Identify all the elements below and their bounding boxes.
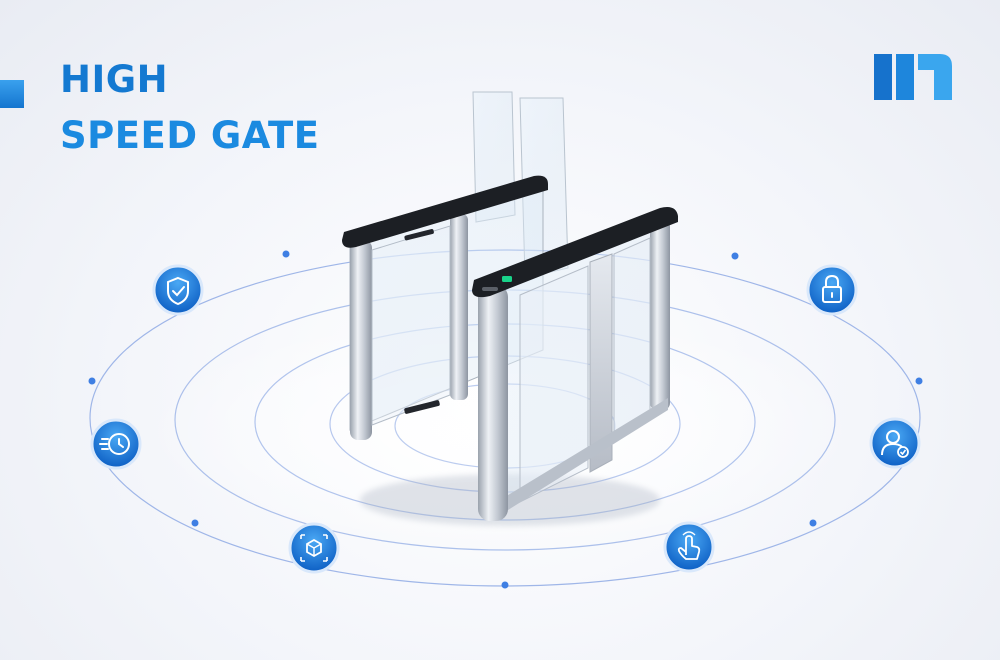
orbit-dots	[88, 250, 923, 589]
orbit-dot	[731, 252, 739, 260]
accent-bar	[0, 80, 24, 108]
green-indicator-light	[502, 276, 512, 282]
orbit-dot	[282, 250, 290, 258]
orbit-dot	[809, 519, 817, 527]
shield-check-icon	[152, 264, 204, 316]
speed-gate-turnstile	[342, 91, 678, 526]
fast-clock-icon	[90, 418, 142, 470]
page-title: HIGH SPEED GATE	[60, 52, 320, 164]
title-line-2: SPEED GATE	[60, 114, 320, 157]
orbit-dot	[915, 377, 923, 385]
padlock-icon	[806, 264, 858, 316]
user-verified-icon	[869, 417, 921, 469]
orbit-dot	[191, 519, 199, 527]
orbit-dot	[88, 377, 96, 385]
orbit-dot	[501, 581, 509, 589]
hand-tap-icon	[663, 521, 715, 573]
title-line-1: HIGH	[60, 58, 169, 101]
brand-logo	[874, 54, 952, 100]
3d-cube-icon	[288, 522, 340, 574]
front-cabinet	[472, 207, 678, 521]
